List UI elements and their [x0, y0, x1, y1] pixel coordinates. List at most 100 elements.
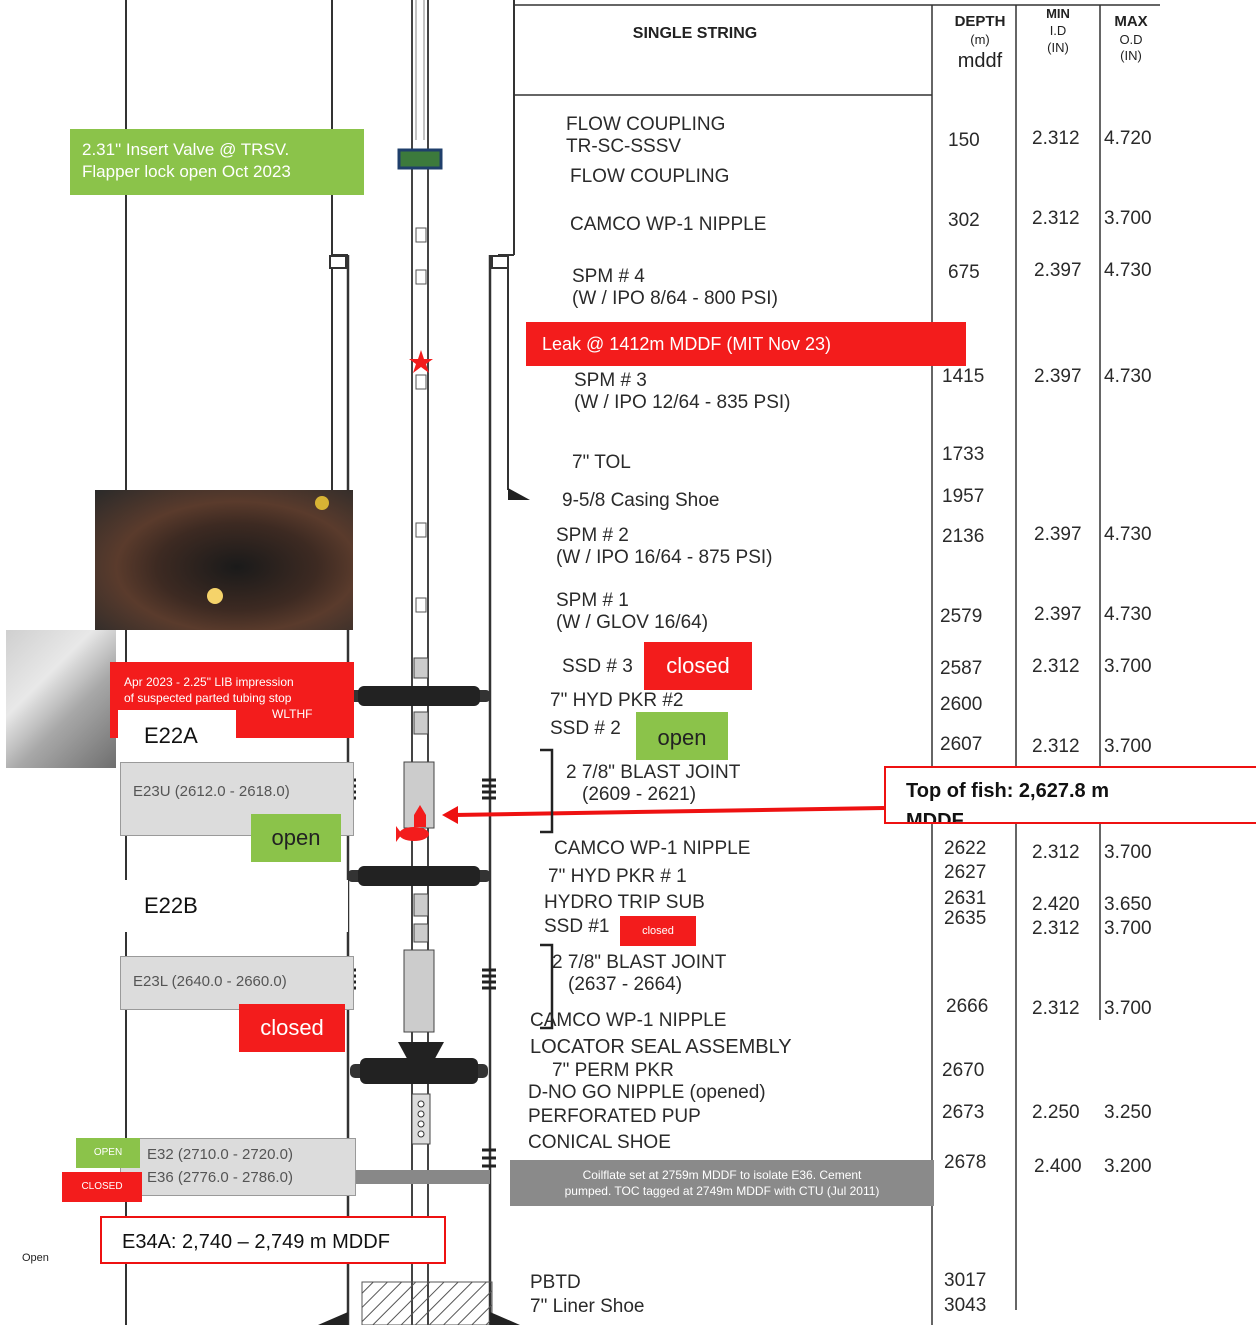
depth-value: 2627 [944, 862, 987, 883]
e36-status-badge: CLOSED [62, 1172, 142, 1202]
max-od-value: 3.700 [1104, 208, 1152, 229]
component-line: (W / GLOV 16/64) [556, 611, 709, 633]
max-od-value: 3.700 [1104, 998, 1152, 1019]
min-id-value: 2.397 [1034, 524, 1082, 545]
max-od-value: 4.730 [1104, 524, 1152, 545]
depth-value: 2579 [940, 606, 983, 627]
min-id-value: 2.312 [1032, 128, 1080, 149]
component-label: PBTD [530, 1272, 581, 1293]
depth-value: 1957 [942, 486, 985, 507]
min-id-value: 2.312 [1032, 918, 1080, 939]
component-line: (2609 - 2621) [582, 783, 697, 805]
depth-value: 2587 [940, 658, 983, 679]
component-label: CONICAL SHOE [528, 1132, 671, 1153]
min-id-value: 2.250 [1032, 1102, 1080, 1123]
depth-value: 2678 [944, 1152, 987, 1173]
max-od-header-line1: MAX [1114, 13, 1148, 30]
zone-e23u: E23U (2612.0 - 2618.0) [120, 762, 354, 836]
camera-indicator-icon [315, 496, 329, 510]
min-id-value: 2.397 [1034, 604, 1082, 625]
e23l-status-badge: closed [239, 1004, 345, 1052]
depth-value: 2673 [942, 1102, 985, 1123]
component-line: SPM # 4 [572, 266, 645, 287]
min-id-header-line1: MIN [1046, 6, 1070, 21]
depth-value: 2670 [942, 1060, 985, 1081]
max-od-value: 4.730 [1104, 366, 1152, 387]
lib-impression-photo [6, 630, 116, 768]
component-label: SPM # 3(W / IPO 12/64 - 835 PSI) [574, 370, 790, 414]
single-string-title: SINGLE STRING [632, 25, 758, 42]
component-label: FLOW COUPLING [570, 166, 730, 187]
component-label: SPM # 1(W / GLOV 16/64) [556, 590, 708, 634]
component-label: D-NO GO NIPPLE (opened) [528, 1082, 766, 1103]
depth-value: 2635 [944, 908, 987, 929]
open-note: Open [22, 1252, 49, 1264]
min-id-value: 2.397 [1034, 366, 1082, 387]
depth-value: 2631 [944, 888, 987, 909]
component-label: 7" HYD PKR #2 [550, 690, 684, 711]
max-od-value: 3.700 [1104, 918, 1152, 939]
depth-value: 675 [948, 262, 980, 283]
lib-line2: of suspected parted tubing stop [124, 691, 292, 705]
component-label: SSD # 3 [562, 656, 633, 677]
component-line: SPM # 2 [556, 525, 629, 546]
component-label: LOCATOR SEAL ASSEMBLY [530, 1036, 792, 1058]
depth-header-line1: DEPTH [954, 13, 1006, 30]
coilflate-line1: Coilflate set at 2759m MDDF to isolate E… [582, 1168, 862, 1182]
max-od-value: 4.730 [1104, 604, 1152, 625]
component-label: CAMCO WP-1 NIPPLE [570, 214, 767, 235]
component-label: 2 7/8" BLAST JOINT(2609 - 2621) [566, 762, 740, 806]
component-line: (W / IPO 16/64 - 875 PSI) [556, 546, 773, 568]
component-line: 2 7/8" BLAST JOINT [552, 952, 727, 973]
insert-valve-callout: 2.31" Insert Valve @ TRSV. Flapper lock … [70, 129, 364, 195]
depth-value: 2600 [940, 694, 983, 715]
component-label: 7" PERM PKR [552, 1060, 674, 1081]
max-od-value: 4.720 [1104, 128, 1152, 149]
depth-value: 150 [948, 130, 980, 151]
depth-header: DEPTH (m) mddf [940, 12, 1020, 74]
depth-value: 302 [948, 210, 980, 231]
component-label: PERFORATED PUP [528, 1106, 701, 1127]
depth-value: 2666 [946, 996, 989, 1017]
component-label: 7" TOL [572, 452, 631, 473]
e22a-label: E22A [118, 710, 236, 762]
max-od-header: MAX O.D (IN) [1100, 12, 1162, 65]
depth-header-line3: mddf [957, 50, 1003, 73]
e32-status-badge: OPEN [76, 1138, 140, 1168]
e22b-label: E22B [118, 880, 348, 932]
max-od-header-line3: (IN) [1120, 48, 1142, 64]
component-label: 7" Liner Shoe [530, 1296, 645, 1317]
camera-indicator-icon [207, 588, 223, 604]
depth-value: 2136 [942, 526, 985, 547]
depth-value: 3043 [944, 1295, 987, 1316]
ssd3-status-badge: closed [644, 642, 752, 690]
min-id-value: 2.312 [1032, 998, 1080, 1019]
max-od-value: 3.250 [1104, 1102, 1152, 1123]
max-od-header-line2: O.D [1119, 31, 1143, 47]
component-line: SPM # 3 [574, 370, 647, 391]
max-od-value: 3.650 [1104, 894, 1152, 915]
insert-valve-line2: Flapper lock open Oct 2023 [82, 162, 291, 181]
component-label: SPM # 4(W / IPO 8/64 - 800 PSI) [572, 266, 778, 310]
max-od-value: 3.700 [1104, 736, 1152, 757]
depth-value: 1415 [942, 366, 985, 387]
max-od-value: 3.700 [1104, 842, 1152, 863]
component-label: HYDRO TRIP SUB [544, 892, 705, 913]
min-id-value: 2.397 [1034, 260, 1082, 281]
min-id-value: 2.312 [1032, 736, 1080, 757]
ssd2-status-badge: open [636, 712, 728, 760]
depth-header-line2: (m) [970, 31, 990, 47]
zone-e23l: E23L (2640.0 - 2660.0) [120, 956, 354, 1010]
max-od-value: 3.700 [1104, 656, 1152, 677]
min-id-header-line3: (IN) [1047, 39, 1069, 55]
leak-callout: Leak @ 1412m MDDF (MIT Nov 23) [526, 322, 966, 366]
component-line: TR-SC-SSSV [566, 135, 682, 157]
e34a-callout: E34A: 2,740 – 2,749 m MDDF [100, 1216, 446, 1264]
min-id-value: 2.312 [1032, 656, 1080, 677]
depth-value: 2607 [940, 734, 983, 755]
coilflate-line2: pumped. TOC tagged at 2749m MDDF with CT… [564, 1184, 880, 1198]
component-line: SPM # 1 [556, 590, 629, 611]
e23u-status-badge: open [251, 814, 341, 862]
downhole-camera-image [95, 490, 353, 630]
